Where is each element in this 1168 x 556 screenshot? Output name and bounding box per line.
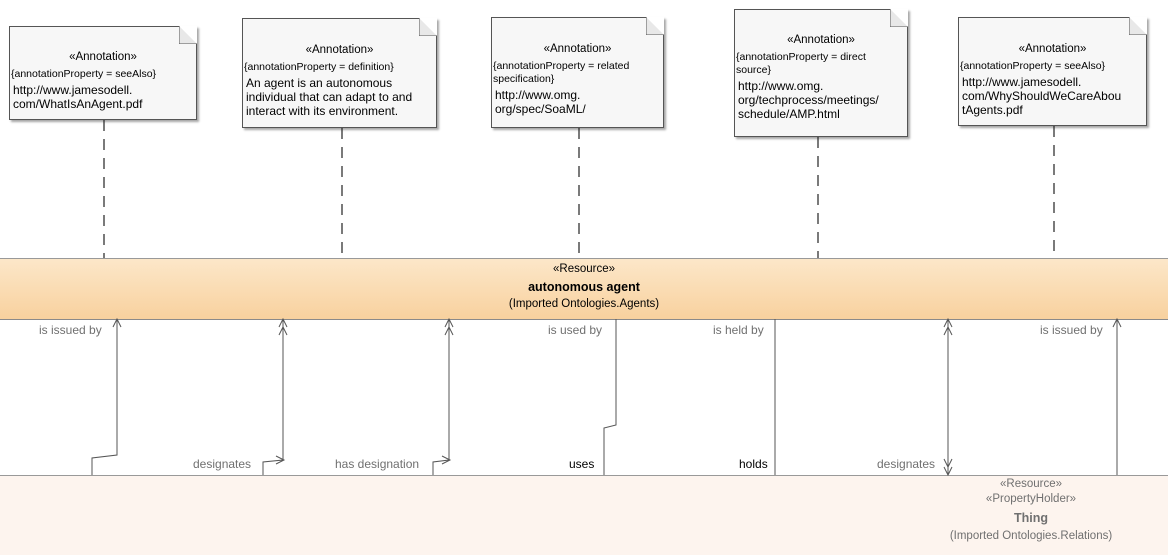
label-holds: holds bbox=[739, 457, 768, 471]
class-autonomous-agent[interactable] bbox=[0, 258, 1168, 320]
note-fold-icon bbox=[646, 17, 664, 35]
label-designates-1: designates bbox=[193, 457, 252, 471]
annotation-property: {annotationProperty = related specificat… bbox=[493, 60, 630, 85]
arrow-icon bbox=[112, 317, 122, 328]
label-has-designation: has designation bbox=[335, 457, 420, 471]
annotation-note-related-specification[interactable]: «Annotation» {annotationProperty = relat… bbox=[491, 17, 664, 128]
annotation-stereotype: «Annotation» bbox=[69, 51, 137, 63]
thing-package: (Imported Ontologies.Relations) bbox=[949, 530, 1113, 542]
agent-package: (Imported Ontologies.Agents) bbox=[508, 298, 660, 310]
thing-stereotype-propertyholder: «PropertyHolder» bbox=[985, 493, 1077, 505]
annotation-note-direct-source[interactable]: «Annotation» {annotationProperty = direc… bbox=[734, 9, 908, 137]
relation-designates-1[interactable] bbox=[262, 319, 284, 475]
label-designates-2: designates bbox=[877, 457, 936, 471]
annotation-property: {annotationProperty = definition} bbox=[244, 61, 394, 73]
annotation-note-definition[interactable]: «Annotation» {annotationProperty = defin… bbox=[242, 18, 437, 128]
relation-has-designation[interactable] bbox=[432, 319, 450, 475]
thing-class-name: Thing bbox=[1013, 511, 1049, 525]
arrow-icon bbox=[444, 317, 454, 336]
annotation-note-seealso-1[interactable]: «Annotation» {annotationProperty = seeAl… bbox=[9, 26, 197, 120]
annotation-stereotype: «Annotation» bbox=[543, 43, 612, 55]
agent-stereotype: «Resource» bbox=[552, 263, 616, 275]
note-fold-icon bbox=[419, 18, 437, 36]
annotation-stereotype: «Annotation» bbox=[787, 34, 855, 46]
annotation-body: An agent is an autonomous individual tha… bbox=[246, 76, 413, 118]
annotation-body: http://www.jamesodell. com/WhatIsAnAgent… bbox=[13, 83, 143, 111]
annotation-property: {annotationProperty = direct source} bbox=[736, 51, 866, 76]
note-fold-icon bbox=[890, 9, 908, 27]
label-is-used-by: is used by bbox=[548, 323, 603, 337]
arrow-icon bbox=[943, 458, 953, 477]
note-fold-icon bbox=[179, 26, 197, 44]
annotation-body: http://www.jamesodell. com/WhyShouldWeCa… bbox=[962, 75, 1122, 117]
thing-stereotype-resource: «Resource» bbox=[999, 478, 1063, 490]
annotation-stereotype: «Annotation» bbox=[1018, 43, 1087, 55]
annotation-property: {annotationProperty = seeAlso} bbox=[11, 68, 157, 80]
arrow-icon bbox=[441, 455, 452, 465]
annotation-stereotype: «Annotation» bbox=[305, 44, 374, 56]
annotation-body: http://www.omg. org/spec/SoaML/ bbox=[495, 88, 586, 116]
label-is-held-by: is held by bbox=[713, 323, 764, 337]
label-is-issued-by-2: is issued by bbox=[1040, 323, 1103, 337]
label-is-issued-by-1: is issued by bbox=[39, 323, 102, 337]
agent-class-name: autonomous agent bbox=[528, 280, 640, 294]
note-fold-icon bbox=[1129, 17, 1147, 35]
label-uses: uses bbox=[569, 457, 595, 471]
annotation-property: {annotationProperty = seeAlso} bbox=[960, 60, 1106, 72]
relation-uses[interactable] bbox=[603, 319, 617, 475]
annotation-note-seealso-2[interactable]: «Annotation» {annotationProperty = seeAl… bbox=[958, 17, 1147, 126]
arrow-icon bbox=[275, 455, 286, 465]
arrow-icon bbox=[1112, 317, 1122, 328]
relation-is-issued-by-1[interactable] bbox=[91, 319, 118, 475]
arrow-icon bbox=[943, 317, 953, 336]
arrow-icon bbox=[278, 317, 288, 336]
annotation-body: http://www.omg. org/techprocess/meetings… bbox=[738, 79, 879, 121]
class-thing[interactable] bbox=[0, 475, 1168, 555]
